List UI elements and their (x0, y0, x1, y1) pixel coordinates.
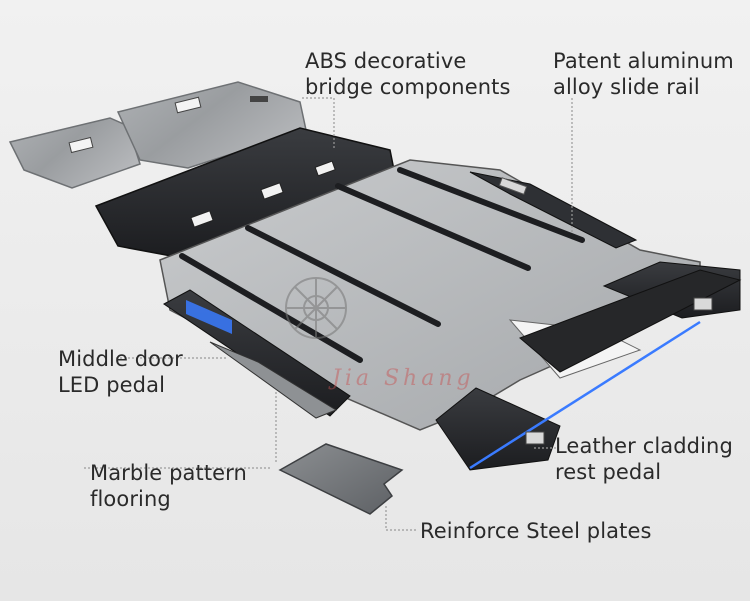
label-steel-plates: Reinforce Steel plates (420, 518, 652, 544)
label-leather-pedal: Leather cladding rest pedal (555, 433, 733, 485)
label-led-pedal: Middle door LED pedal (58, 346, 183, 398)
label-marble-line1: Marble pattern (90, 461, 247, 485)
middle-door-led-pedal (163, 289, 351, 419)
label-abs-bridge: ABS decorative bridge components (305, 48, 511, 100)
leader-lines (84, 97, 573, 531)
label-marble-flooring: Marble pattern flooring (90, 460, 247, 512)
reinforce-steel-plate (278, 443, 404, 515)
label-slide-rail: Patent aluminum alloy slide rail (553, 48, 734, 100)
aluminum-slide-rails (179, 167, 585, 363)
side-rail-track (469, 171, 638, 249)
leather-rest-pedals (435, 261, 742, 471)
watermark-wheel-logo (285, 277, 347, 339)
label-led-line2: LED pedal (58, 373, 165, 397)
label-leather-line2: rest pedal (555, 460, 662, 484)
abs-bridge-frame (94, 127, 395, 259)
marble-pattern-panels (8, 81, 307, 189)
watermark-text: Jia Shang (332, 366, 475, 391)
label-leather-line1: Leather cladding (555, 434, 733, 458)
label-steel-line1: Reinforce Steel plates (420, 519, 652, 543)
label-abs-line2: bridge components (305, 75, 511, 99)
label-rail-line1: Patent aluminum (553, 49, 734, 73)
label-rail-line2: alloy slide rail (553, 75, 700, 99)
label-led-line1: Middle door (58, 347, 183, 371)
label-abs-line1: ABS decorative (305, 49, 467, 73)
label-marble-line2: flooring (90, 487, 171, 511)
